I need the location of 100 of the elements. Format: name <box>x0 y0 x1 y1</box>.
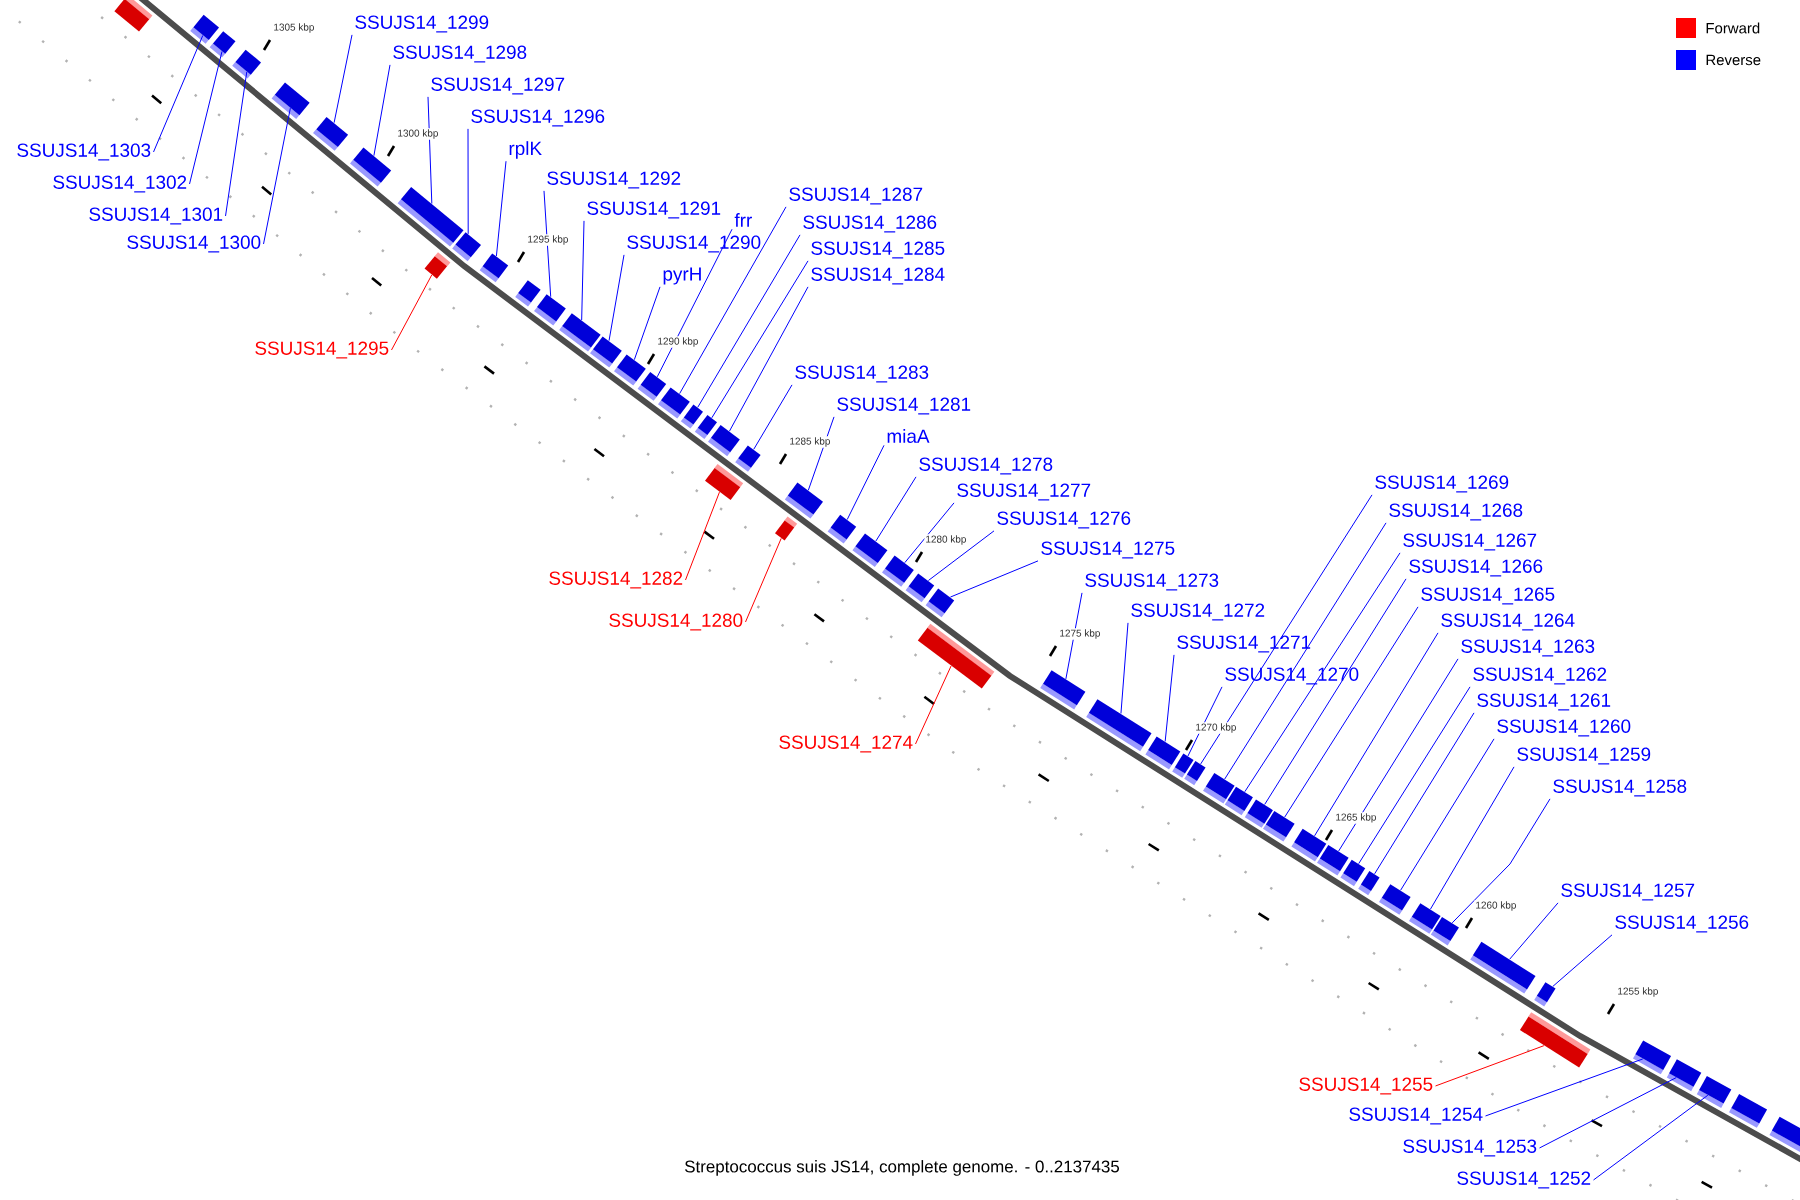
leader-line <box>427 96 433 205</box>
gene-label: SSUJS14_1301 <box>89 207 223 225</box>
gene-label: SSUJS14_1262 <box>1473 667 1607 685</box>
gene-label: SSUJS14_1298 <box>393 45 527 63</box>
gene-label: SSUJS14_1285 <box>811 241 945 259</box>
gene-block <box>1040 670 1086 710</box>
leader-line <box>1244 552 1401 793</box>
gene-block <box>784 482 823 519</box>
gene-label: SSUJS14_1302 <box>53 175 187 193</box>
leader-line <box>1509 902 1559 960</box>
gene-block <box>1172 753 1194 778</box>
gene-block <box>827 514 857 544</box>
gene-block <box>114 0 153 32</box>
gene-block <box>1317 845 1349 876</box>
gene-block <box>680 404 703 429</box>
leader-line <box>685 491 720 581</box>
leader-line <box>711 260 809 419</box>
gene-label: SSUJS14_1255 <box>1299 1077 1433 1095</box>
gene-label: SSUJS14_1286 <box>803 215 937 233</box>
leader-line <box>1552 934 1613 987</box>
gene-label: SSUJS14_1292 <box>547 171 681 189</box>
leader-line <box>1200 494 1373 765</box>
leader-line <box>1400 738 1495 891</box>
gene-label: SSUJS14_1278 <box>919 457 1053 475</box>
gene-block <box>350 147 392 187</box>
leader-line <box>1284 606 1419 818</box>
gene-block <box>735 445 761 472</box>
gene-block <box>1184 761 1206 786</box>
leader-line <box>633 286 661 361</box>
gene-label: SSUJS14_1260 <box>1497 719 1631 737</box>
leader-line <box>697 234 801 408</box>
leader-line <box>1593 1094 1709 1181</box>
leader-line <box>846 444 885 521</box>
gene-label: SSUJS14_1266 <box>1409 559 1543 577</box>
leader-line <box>225 71 248 217</box>
gene-block <box>515 280 541 307</box>
gene-label: frr <box>734 213 752 227</box>
leader-line <box>915 665 952 745</box>
leader-line <box>1358 686 1471 865</box>
gene-block <box>190 14 219 44</box>
gene-label: SSUJS14_1275 <box>1041 541 1175 559</box>
gene-block <box>1696 1075 1732 1108</box>
gene-label: SSUJS14_1291 <box>587 201 721 219</box>
leader-line <box>807 416 835 491</box>
gene-block <box>1244 799 1273 828</box>
leader-line <box>391 274 433 351</box>
leader-line <box>1187 686 1223 757</box>
gene-label: SSUJS14_1276 <box>997 511 1131 529</box>
leader-line <box>728 286 809 432</box>
gene-label: SSUJS14_1254 <box>1349 1107 1483 1125</box>
leader-line <box>189 50 223 185</box>
gene-label: SSUJS14_1259 <box>1517 747 1651 765</box>
leader-line <box>949 560 1039 598</box>
leader-line <box>1429 766 1515 910</box>
gene-block <box>658 387 690 419</box>
leader-line <box>153 34 204 153</box>
leader-line <box>373 64 391 157</box>
gene-label: SSUJS14_1277 <box>957 483 1091 501</box>
gene-block <box>313 116 349 151</box>
gene-block <box>852 533 888 567</box>
gene-block <box>479 253 509 283</box>
leader-line <box>1065 592 1083 680</box>
gene-block <box>209 31 236 58</box>
gene-block <box>1666 1059 1702 1092</box>
gene-label: SSUJS14_1299 <box>355 15 489 33</box>
gene-block <box>882 555 914 587</box>
gene-label: SSUJS14_1300 <box>127 235 261 253</box>
gene-label: SSUJS14_1272 <box>1131 603 1265 621</box>
leader-line <box>467 128 469 235</box>
gene-label: SSUJS14_1256 <box>1615 915 1749 933</box>
leader-line <box>1435 1045 1545 1087</box>
gene-label: SSUJS14_1297 <box>431 77 565 95</box>
gene-block <box>1519 1012 1591 1068</box>
gene-block <box>1224 786 1253 816</box>
gene-label: SSUJS14_1252 <box>1457 1171 1591 1189</box>
gene-block <box>708 425 740 457</box>
gene-label: SSUJS14_1253 <box>1403 1139 1537 1157</box>
gene-label: SSUJS14_1282 <box>549 571 683 589</box>
gene-block <box>1358 871 1380 896</box>
gene-label: SSUJS14_1257 <box>1561 883 1695 901</box>
gene-block <box>905 573 935 603</box>
gene-label: SSUJS14_1303 <box>17 143 151 161</box>
gene-block <box>775 516 798 541</box>
leader-line <box>1451 798 1551 924</box>
gene-label: rplK <box>509 141 542 159</box>
gene-label: SSUJS14_1283 <box>795 365 929 383</box>
leader-line <box>679 206 787 395</box>
gene-label: SSUJS14_1284 <box>811 267 945 285</box>
gene-label: miaA <box>887 429 930 443</box>
gene-block <box>1379 884 1411 915</box>
gene-block <box>705 464 744 500</box>
leader-line <box>927 530 995 581</box>
leader-line <box>1485 1058 1644 1117</box>
leader-line <box>1224 522 1387 780</box>
leader-line <box>608 254 625 342</box>
gene-label: SSUJS14_1296 <box>471 109 605 127</box>
gene-block <box>1409 903 1441 934</box>
gene-block <box>424 252 451 279</box>
leader-line <box>875 476 917 542</box>
gene-block <box>614 354 646 386</box>
